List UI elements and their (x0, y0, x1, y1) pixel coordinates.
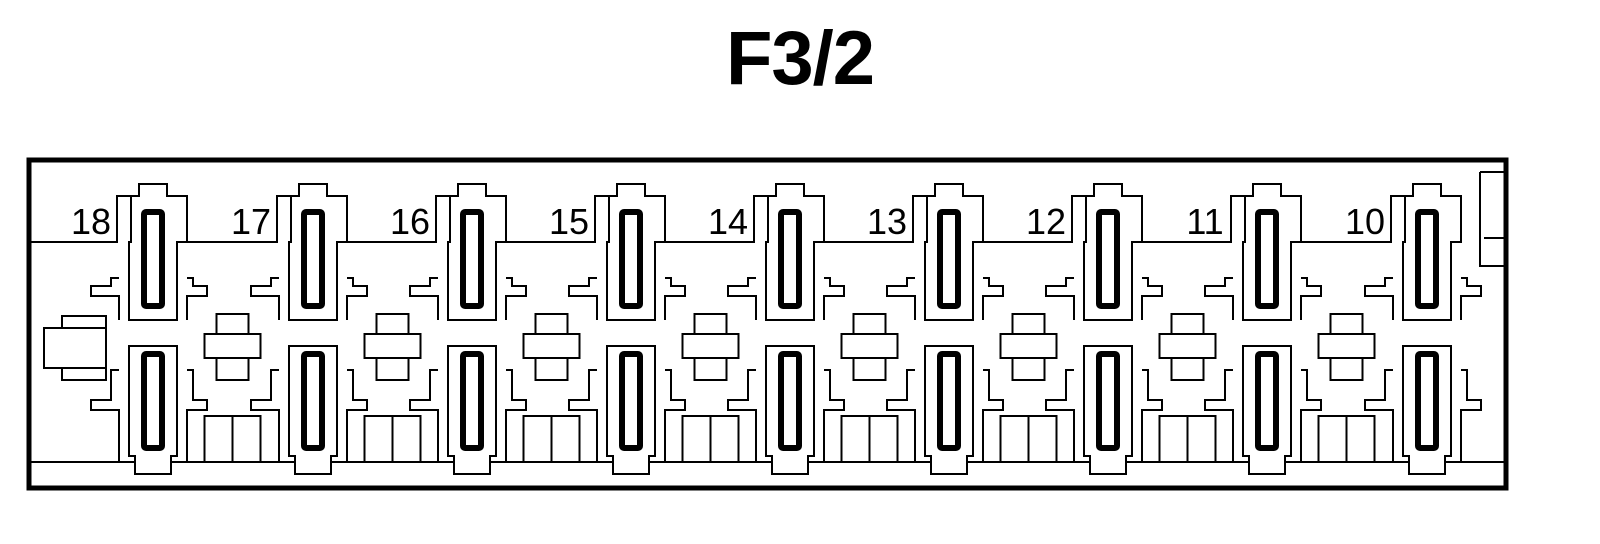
lower-terminal (301, 351, 325, 451)
lower-left-latch (568, 369, 598, 462)
lower-terminal (778, 351, 802, 451)
upper-terminal (141, 209, 165, 309)
lower-right-latch (186, 369, 208, 462)
slot-shoulder-line (1130, 195, 1245, 243)
upper-right-latch (346, 277, 368, 320)
upper-terminal (1096, 209, 1120, 309)
cross-clip-bar (363, 333, 422, 359)
lower-left-latch (409, 369, 439, 462)
fuse-position-label: 11 (1186, 201, 1223, 242)
upper-right-latch (982, 277, 1004, 320)
side-clip (43, 315, 107, 381)
lower-left-latch (886, 369, 916, 462)
upper-right-latch (823, 277, 845, 320)
lower-terminal (1096, 351, 1120, 451)
cross-clip-bar (999, 333, 1058, 359)
slot-shoulder-line (494, 195, 609, 243)
fuse-slot: 13 (867, 183, 1058, 475)
fuse-slot: 15 (549, 183, 740, 475)
slot-shoulder-line (335, 195, 450, 243)
slot-shoulder-line (812, 195, 927, 243)
upper-left-latch (886, 277, 916, 320)
fuse-position-label: 15 (549, 201, 589, 242)
fuse-position-label: 18 (71, 201, 111, 242)
fuse-position-label: 13 (867, 201, 907, 242)
cross-clip-bar (681, 333, 740, 359)
fuse-position-label: 16 (390, 201, 430, 242)
lower-left-latch (90, 369, 120, 462)
cross-clip-bar (203, 333, 262, 359)
fuse-slot: 11 (1186, 183, 1376, 475)
fuse-slots: 18 17 16 15 14 13 12 11 10 (71, 183, 1482, 475)
fuse-position-label: 10 (1345, 201, 1385, 242)
upper-terminal (1415, 209, 1439, 309)
fuse-position-label: 17 (231, 201, 271, 242)
lower-right-latch (982, 369, 1004, 462)
slot-shoulder-line (971, 195, 1086, 243)
lower-terminal (937, 351, 961, 451)
upper-left-latch (1045, 277, 1075, 320)
slot-shoulder-line (653, 195, 768, 243)
fuse-slot: 17 (231, 183, 422, 475)
fuse-position-label: 12 (1026, 201, 1066, 242)
cross-clip-bar (1317, 333, 1376, 359)
upper-right-latch (1141, 277, 1163, 320)
upper-right-latch (186, 277, 208, 320)
upper-left-latch (90, 277, 120, 320)
upper-right-latch (505, 277, 527, 320)
lower-right-latch (664, 369, 686, 462)
lower-terminal (141, 351, 165, 451)
upper-left-latch (409, 277, 439, 320)
lower-right-latch (346, 369, 368, 462)
lower-left-latch (727, 369, 757, 462)
lower-right-latch (1300, 369, 1322, 462)
lower-right-latch (505, 369, 527, 462)
slot-shoulder-line (175, 195, 291, 243)
upper-terminal (1255, 209, 1279, 309)
lower-terminal (460, 351, 484, 451)
slot-shoulder-line (1289, 195, 1405, 243)
upper-terminal (937, 209, 961, 309)
fuse-slot: 10 (1345, 183, 1482, 475)
lower-left-latch (1045, 369, 1075, 462)
upper-left-latch (1204, 277, 1234, 320)
fuse-box-inner-lines (30, 195, 1504, 463)
lower-right-latch (823, 369, 845, 462)
lower-left-latch (1204, 369, 1234, 462)
upper-terminal (301, 209, 325, 309)
lower-right-latch (1141, 369, 1163, 462)
lower-terminal (1255, 351, 1279, 451)
fuse-position-label: 14 (708, 201, 748, 242)
fuse-box-frame (26, 157, 1509, 491)
cross-clip-bar (840, 333, 899, 359)
upper-left-latch (1364, 277, 1394, 320)
upper-right-latch (1460, 277, 1482, 320)
lower-right-latch (1460, 369, 1482, 462)
lower-left-latch (250, 369, 280, 462)
lower-left-latch (1364, 369, 1394, 462)
upper-left-latch (727, 277, 757, 320)
upper-terminal (460, 209, 484, 309)
fuse-slot: 14 (708, 183, 899, 475)
upper-left-latch (250, 277, 280, 320)
lower-terminal (619, 351, 643, 451)
lower-terminal (1415, 351, 1439, 451)
cross-clip-bar (522, 333, 581, 359)
upper-right-latch (664, 277, 686, 320)
cross-clip-bar (1158, 333, 1217, 359)
slot-shoulder-line (30, 195, 131, 243)
right-edge-bracket (1479, 171, 1506, 267)
upper-left-latch (568, 277, 598, 320)
upper-terminal (778, 209, 802, 309)
upper-terminal (619, 209, 643, 309)
fuse-slot: 12 (1026, 183, 1217, 475)
fuse-box-title: F3/2 (725, 16, 875, 101)
fuse-slot: 16 (390, 183, 581, 475)
upper-right-latch (1300, 277, 1322, 320)
fuse-slot: 18 (71, 183, 262, 475)
